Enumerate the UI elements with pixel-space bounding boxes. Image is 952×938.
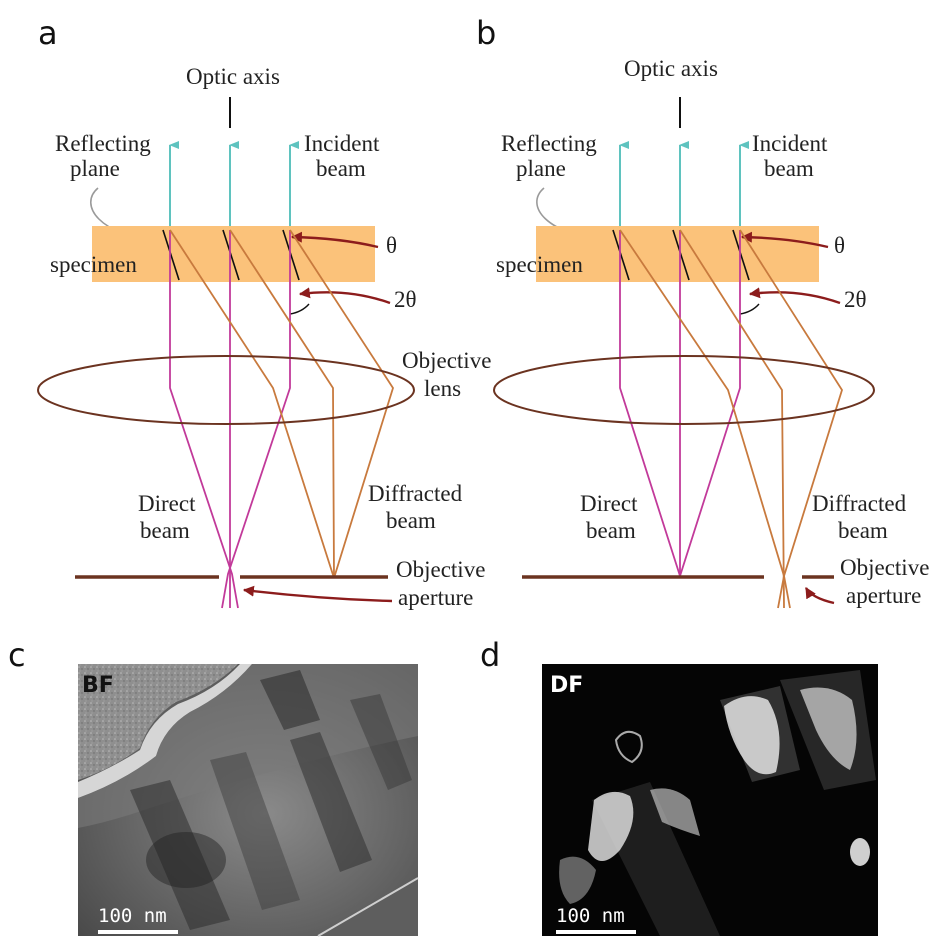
objective-lens [37, 355, 415, 425]
diffracted-beam-label-2: beam [838, 518, 888, 543]
direct-beam-label-1: Direct [580, 491, 638, 516]
direct-beam-label-2: beam [586, 518, 636, 543]
aperture-arrow [242, 585, 393, 603]
direct-beam-ray [221, 230, 291, 609]
panel-b: b Optic axis Reflecting plane Incident b… [476, 14, 929, 609]
aperture-arrow [804, 587, 835, 605]
reflecting-plane-line [672, 229, 690, 281]
diffracted-beam-ray [739, 229, 843, 609]
diffracted-beam-ray [169, 229, 335, 579]
panel-c-letter: c [8, 636, 26, 674]
bf-tag: BF [82, 673, 114, 698]
objective-aperture-label-1: Objective [840, 555, 929, 580]
diffracted-beam-label-2: beam [386, 508, 436, 533]
two-theta-label: 2θ [394, 287, 417, 312]
panel-d-letter: d [480, 636, 500, 674]
theta-arrow [290, 231, 379, 249]
scale-bar-label: 100 nm [556, 905, 625, 927]
panel-a: a Optic axis Reflecting plane Incident b… [37, 14, 491, 610]
objective-aperture-label-2: aperture [398, 585, 473, 610]
theta-label: θ [386, 233, 397, 258]
reflecting-plane-line [162, 229, 180, 281]
two-theta-arrow [748, 287, 841, 305]
specimen-label: specimen [496, 252, 583, 277]
two-theta-angle-arc [289, 303, 310, 315]
panel-b-letter: b [476, 14, 496, 52]
two-theta-angle-arc [739, 303, 760, 315]
dark-field-micrograph [542, 664, 878, 936]
reflecting-plane-label-1: Reflecting [501, 131, 597, 156]
incident-beam-label-1: Incident [304, 131, 380, 156]
diffracted-beam-label-1: Diffracted [368, 481, 463, 506]
reflecting-plane-label-2: plane [70, 156, 120, 181]
reflecting-plane-line [222, 229, 240, 281]
diffracted-beam-ray [619, 229, 791, 609]
theta-arrow [740, 231, 829, 249]
reflecting-plane-line [612, 229, 630, 281]
objective-lens-label-2: lens [424, 376, 461, 401]
diffracted-beam-ray [229, 229, 335, 579]
optic-axis-label: Optic axis [186, 64, 280, 89]
objective-lens [493, 355, 875, 425]
reflecting-plane-line [732, 229, 750, 281]
incident-beam-label-2: beam [316, 156, 366, 181]
incident-beam-label-2: beam [764, 156, 814, 181]
two-theta-arrow [298, 287, 391, 305]
incident-beam-label-1: Incident [752, 131, 828, 156]
objective-aperture-label-1: Objective [396, 557, 485, 582]
specimen-label: specimen [50, 252, 137, 277]
reflecting-plane-line [282, 229, 300, 281]
objective-aperture-label-2: aperture [846, 583, 921, 608]
direct-beam-ray [679, 230, 741, 577]
direct-beam-label-1: Direct [138, 491, 196, 516]
panel-c: c BF 100 nm [8, 636, 419, 937]
panel-a-letter: a [38, 14, 58, 52]
diffracted-beam-label-1: Diffracted [812, 491, 907, 516]
direct-beam-ray [619, 230, 681, 577]
reflecting-plane-label-1: Reflecting [55, 131, 151, 156]
diffracted-beam-ray [289, 229, 394, 579]
specimen-slab [536, 226, 819, 282]
scale-bar-label: 100 nm [98, 905, 167, 927]
two-theta-label: 2θ [844, 287, 867, 312]
bright-field-micrograph [78, 664, 419, 937]
diffracted-beam-ray [679, 229, 785, 609]
objective-lens-label-1: Objective [402, 348, 491, 373]
df-tag: DF [550, 673, 583, 698]
direct-beam-label-2: beam [140, 518, 190, 543]
direct-beam-ray [169, 230, 239, 609]
reflecting-plane-label-2: plane [516, 156, 566, 181]
theta-label: θ [834, 233, 845, 258]
optic-axis-label: Optic axis [624, 56, 718, 81]
panel-d: d DF 100 nm [480, 636, 878, 936]
